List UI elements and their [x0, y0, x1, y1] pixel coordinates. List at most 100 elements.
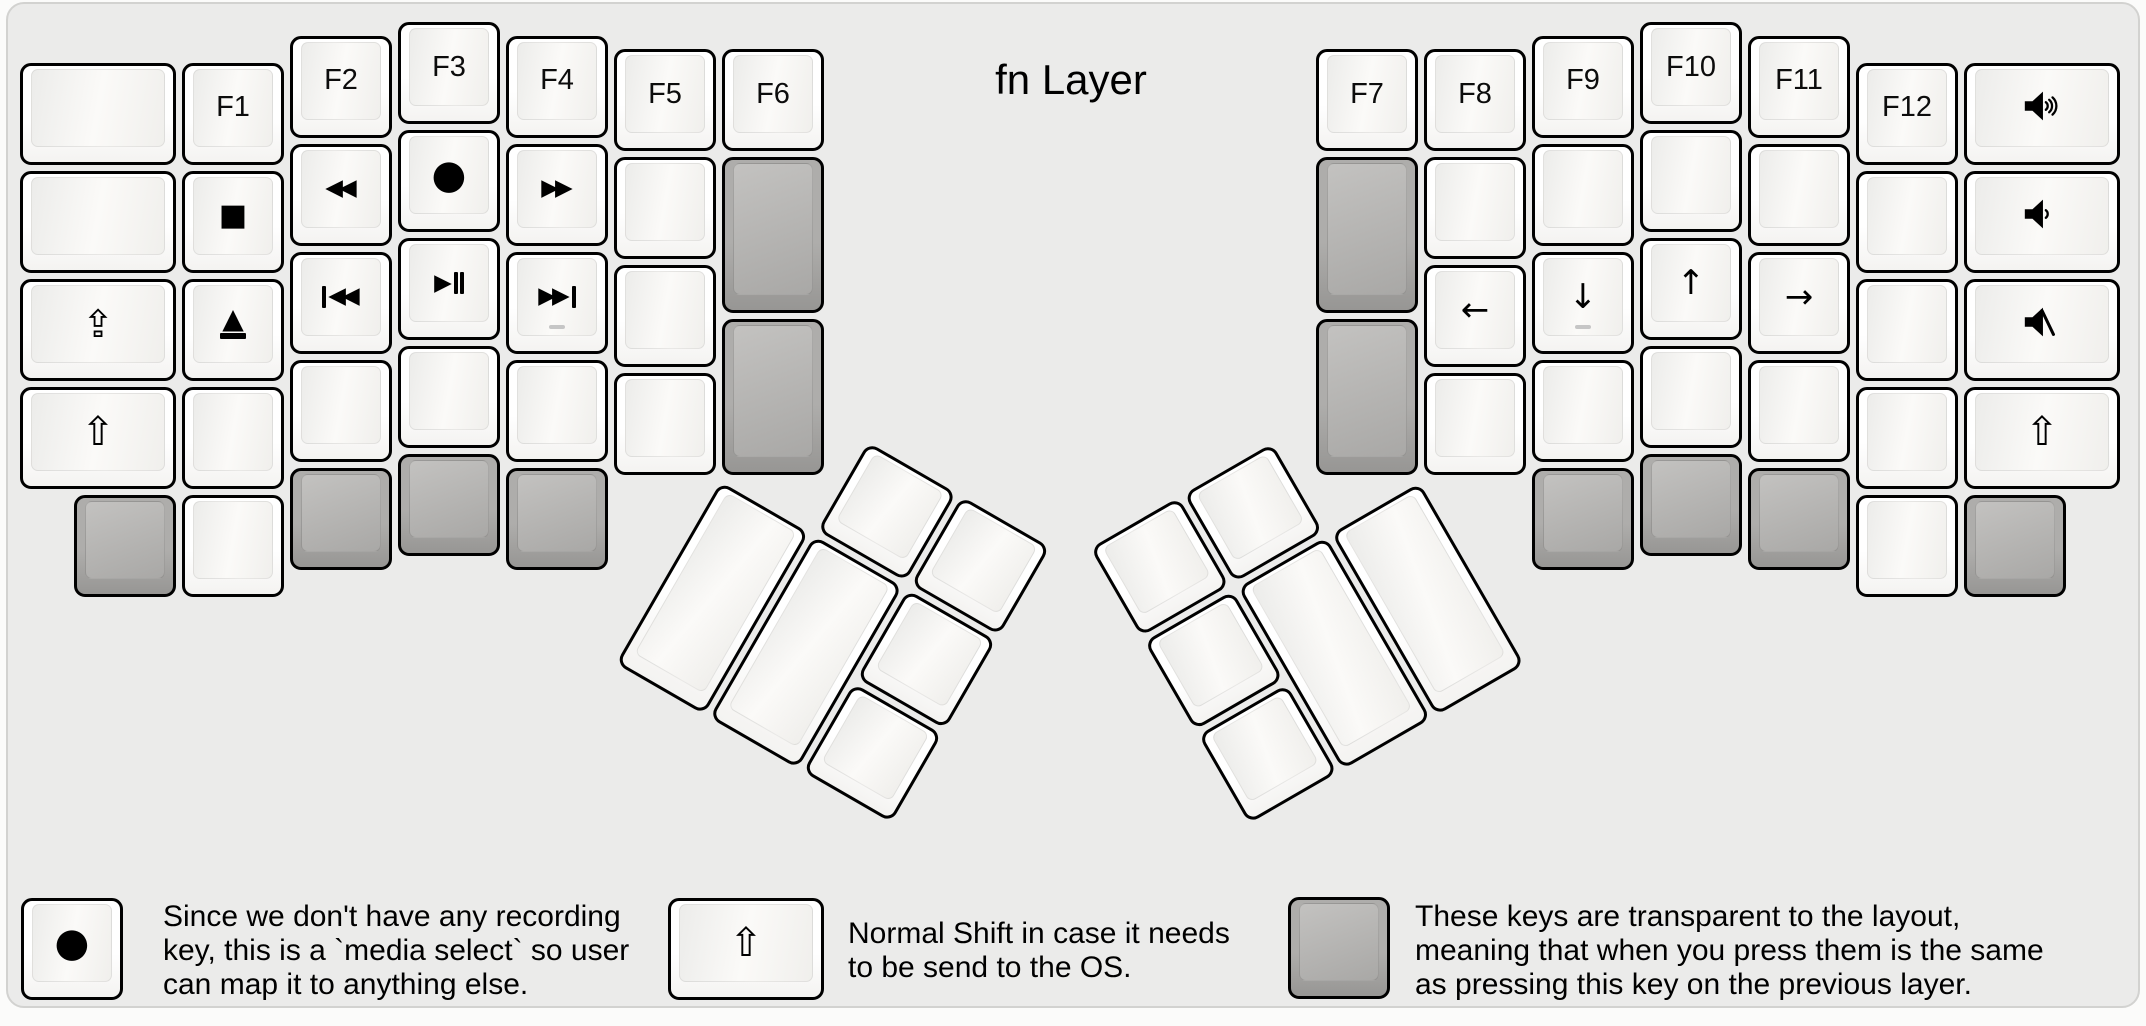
key-blank[interactable] — [614, 265, 716, 367]
key-blank[interactable] — [1424, 373, 1526, 475]
key-rewind[interactable]: ◀◀ — [290, 143, 392, 246]
key-blank[interactable] — [1856, 494, 1958, 597]
key-transparent[interactable] — [1532, 467, 1634, 570]
key-blank[interactable] — [1640, 130, 1742, 232]
key-f8[interactable]: F8 — [1424, 49, 1526, 151]
key-label: F10 — [1666, 50, 1716, 83]
key-transparent[interactable] — [1748, 467, 1850, 570]
key-blank[interactable] — [398, 346, 500, 448]
prev-triangles: ◀◀ — [328, 283, 359, 309]
key-blank[interactable] — [1532, 143, 1634, 246]
shift-icon: ⇧ — [729, 920, 763, 966]
key-volume-mute[interactable] — [1964, 278, 2120, 381]
key-f6[interactable]: F6 — [722, 49, 824, 151]
keytop: F12 — [1867, 68, 1947, 147]
keytop — [409, 460, 489, 538]
key-f7[interactable]: F7 — [1316, 49, 1418, 151]
keytop — [193, 500, 273, 579]
keytop: ◀◀ — [301, 257, 381, 336]
keytop — [1543, 365, 1623, 444]
key-transparent[interactable] — [722, 157, 824, 313]
keytop: ⇧ — [31, 392, 165, 471]
key-volume-down[interactable] — [1964, 170, 2120, 273]
key-transparent[interactable] — [74, 494, 176, 597]
key-label: F2 — [324, 64, 358, 96]
up-arrow-icon: ↑ — [1676, 263, 1706, 303]
key-eject[interactable]: ▲ — [182, 278, 284, 381]
prev-bar — [322, 285, 327, 308]
keytop — [1327, 325, 1407, 457]
record-icon: ● — [431, 152, 467, 198]
key-blank[interactable] — [506, 359, 608, 462]
key-stop[interactable]: ■ — [182, 170, 284, 273]
keytop: ● — [32, 904, 112, 982]
legend-text-media-select: Since we don't have any recording key, t… — [163, 900, 630, 1001]
play-pause-icon: ▶ — [434, 271, 464, 295]
volume-up-icon — [2021, 89, 2063, 126]
keytop: ⇧ — [679, 904, 813, 982]
key-transparent[interactable] — [1316, 319, 1418, 475]
key-blank[interactable] — [182, 386, 284, 489]
key-f3[interactable]: F3 — [398, 22, 500, 124]
keytop — [1975, 68, 2109, 147]
keytop: F11 — [1759, 41, 1839, 120]
key-blank[interactable] — [1856, 386, 1958, 489]
keytop — [733, 325, 813, 457]
keytop: F10 — [1651, 28, 1731, 106]
key-blank[interactable] — [20, 170, 176, 273]
key-transparent[interactable] — [290, 467, 392, 570]
key-shift: ⇧ — [668, 898, 824, 1000]
key-blank[interactable] — [1748, 143, 1850, 246]
key-transparent — [1288, 897, 1390, 999]
volume-mute-icon — [2021, 305, 2063, 342]
key-blank[interactable] — [614, 157, 716, 259]
key-label: F4 — [540, 64, 574, 96]
key-shift[interactable]: ⇧ — [20, 386, 176, 489]
keytop — [625, 271, 705, 349]
key-arrow-left[interactable]: ← — [1424, 265, 1526, 367]
key-blank[interactable] — [1748, 359, 1850, 462]
legend-text-transparent-keys: These keys are transparent to the layout… — [1415, 900, 2044, 1001]
key-f2[interactable]: F2 — [290, 35, 392, 138]
key-blank[interactable] — [1424, 157, 1526, 259]
key-transparent[interactable] — [506, 467, 608, 570]
key-blank[interactable] — [182, 494, 284, 597]
key-fast-forward[interactable]: ▶▶ — [506, 143, 608, 246]
key-previous-track[interactable]: ◀◀ — [290, 251, 392, 354]
key-blank[interactable] — [290, 359, 392, 462]
keytop — [1651, 352, 1731, 430]
key-transparent[interactable] — [1964, 494, 2066, 597]
key-blank[interactable] — [1856, 278, 1958, 381]
key-blank[interactable] — [614, 373, 716, 475]
keytop — [1975, 284, 2109, 363]
keytop: ▶ — [409, 244, 489, 322]
key-caps-lock[interactable]: ⇪ — [20, 278, 176, 381]
key-volume-up[interactable] — [1964, 62, 2120, 165]
keytop: ■ — [193, 176, 273, 255]
key-transparent[interactable] — [1316, 157, 1418, 313]
key-blank[interactable] — [20, 62, 176, 165]
key-f9[interactable]: F9 — [1532, 35, 1634, 138]
key-arrow-up[interactable]: ↑ — [1640, 238, 1742, 340]
key-record[interactable]: ● — [398, 130, 500, 232]
key-f10[interactable]: F10 — [1640, 22, 1742, 124]
key-blank[interactable] — [1532, 359, 1634, 462]
key-shift[interactable]: ⇧ — [1964, 386, 2120, 489]
keytop: → — [1759, 257, 1839, 336]
key-arrow-down[interactable]: ↓ — [1532, 251, 1634, 354]
key-play-pause[interactable]: ▶ — [398, 238, 500, 340]
key-f1[interactable]: F1 — [182, 62, 284, 165]
key-blank[interactable] — [1856, 170, 1958, 273]
key-transparent[interactable] — [722, 319, 824, 475]
key-f5[interactable]: F5 — [614, 49, 716, 151]
key-blank[interactable] — [1640, 346, 1742, 448]
key-transparent[interactable] — [398, 454, 500, 556]
key-f11[interactable]: F11 — [1748, 35, 1850, 138]
key-f12[interactable]: F12 — [1856, 62, 1958, 165]
key-arrow-right[interactable]: → — [1748, 251, 1850, 354]
key-next-track[interactable]: ▶▶ — [506, 251, 608, 354]
keytop — [1327, 163, 1407, 295]
key-f4[interactable]: F4 — [506, 35, 608, 138]
keytop — [625, 163, 705, 241]
key-transparent[interactable] — [1640, 454, 1742, 556]
